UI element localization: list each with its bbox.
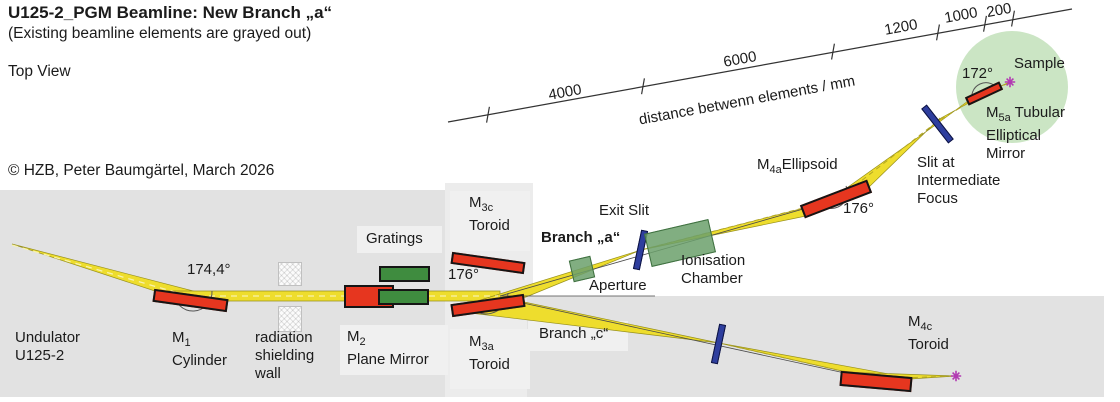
grating-lower [378,289,429,305]
label-backdrop [450,329,530,389]
label-m3a: M3a Toroid [469,333,510,373]
undulator-beam-centerline [11,244,193,298]
angle-label-m3a: 176° [448,266,480,283]
page-title: U125-2_PGM Beamline: New Branch „a“ [8,3,333,22]
label-aperture: Aperture [589,277,647,294]
view-label: Top View [8,63,71,80]
shielding-wall-lower [278,306,302,332]
branch-c-focus-star [950,370,962,382]
branch-c-axis [499,297,878,381]
label-backdrop [450,191,530,251]
label-m4a: M4aEllipsoid [757,156,838,176]
branch-c-beam-to-m4c [718,342,912,379]
label-backdrop [340,325,448,375]
label-gratings: Gratings [366,230,423,247]
grating-upper [379,266,430,282]
label-branch-c: Branch „c“ [539,325,609,342]
label-backdrop [357,226,442,253]
label-undulator: Undulator U125-2 [15,329,81,364]
label-m3c: M3c Toroid [469,194,510,234]
label-shielding-wall: radiation shielding wall [255,329,315,382]
label-m1: M1 Cylinder [172,329,228,369]
label-m4c: M4c Toroid [908,313,949,353]
label-m2: M2 Plane Mirror [347,328,429,368]
label-ionisation-chamber: Ionisation Chamber [681,252,746,287]
sample-star [1004,76,1016,88]
label-sample: Sample [1014,55,1065,72]
branch-a-centerline [640,82,1010,251]
distance-ruler [447,8,1073,123]
label-exit-slit: Exit Slit [599,202,650,219]
label-slit-intermediate-focus: Slit at Intermediate Focus [917,154,1001,207]
label-m5a: M5a Tubular Elliptical Mirror [986,104,1065,162]
angle-label-m1: 174,4° [187,261,231,278]
credit-line: © HZB, Peter Baumgärtel, March 2026 [8,162,275,179]
angle-label-m4a: 176° [843,200,875,217]
sample-zone-circle [956,31,1068,143]
angle-label-m5a: 172° [962,65,994,82]
label-branch-a: Branch „a“ [541,229,621,246]
page-subtitle: (Existing beamline elements are grayed o… [8,25,312,42]
shielding-wall-upper [278,262,302,286]
